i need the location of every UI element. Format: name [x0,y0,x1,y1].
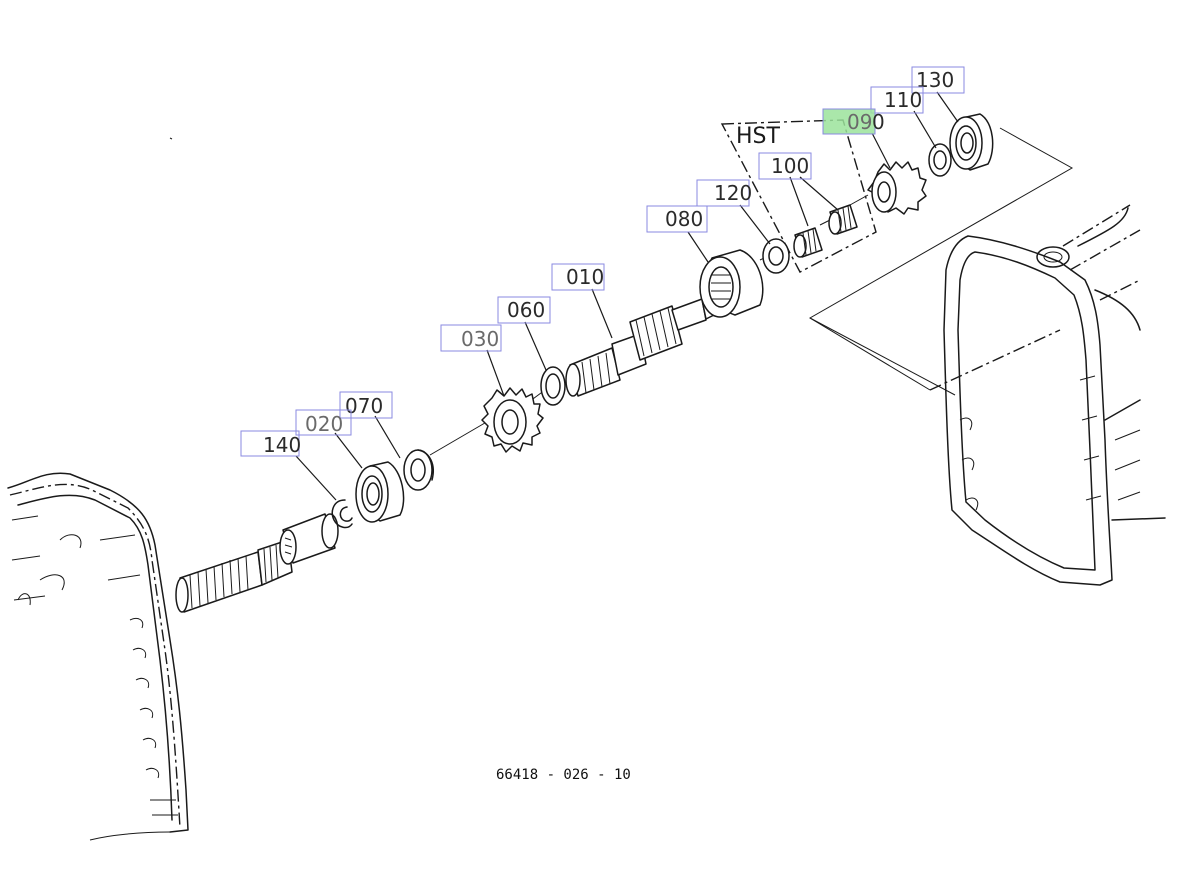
drawing-reference-code: 66418 - 026 - 10 [496,767,631,783]
right-housing [943,204,1166,586]
hst-group-box: HST [720,119,877,273]
callout-110[interactable]: 110 [870,86,924,114]
stray-mark [169,137,173,140]
callout-060[interactable]: 060 [497,296,551,324]
callout-110-label: 110 [884,88,922,112]
sleeve-bearing-left [279,513,339,565]
part-030-gear [481,387,544,453]
callout-120-label: 120 [714,181,752,205]
callout-090-suffix: 0 [872,110,885,134]
part-110-snap-ring [928,143,952,177]
hst-label: HST [736,124,781,149]
callout-010[interactable]: 010 [551,263,605,291]
callout-030[interactable]: 030 [440,324,502,352]
part-060-washer [540,366,566,406]
part-090-gear [867,161,927,215]
part-020-ball-bearing [355,461,405,523]
part-130-ball-bearing [949,113,994,171]
callout-140[interactable]: 140 [240,430,301,457]
callout-020-label: 020 [305,412,343,436]
callout-060-label: 060 [507,298,545,322]
callout-100[interactable]: 100 [758,152,812,180]
part-080-coupling [699,249,764,318]
part-120-washer [762,238,790,274]
callout-070[interactable]: 070 [339,391,393,419]
callout-010-label: 010 [566,265,604,289]
part-010-main-shaft [565,295,715,397]
callout-090-label: 09 [847,110,872,134]
output-shaft [175,539,293,613]
callout-080-label: 080 [665,207,703,231]
assembly-plane [809,127,1074,396]
callout-130-label: 130 [916,68,954,92]
callout-140-label: 140 [263,433,301,457]
callout-020[interactable]: 020 [295,409,352,436]
callout-130[interactable]: 130 [911,66,965,94]
callout-090[interactable]: 09 0 [822,108,885,135]
part-140-snap-ring [331,499,353,529]
leader-lines [295,91,959,501]
callout-030-label: 030 [461,327,499,351]
part-100-needle-bearings [793,204,858,258]
part-070-washer [403,449,434,491]
left-housing [7,472,189,841]
callout-100-label: 100 [771,154,809,178]
callout-120[interactable]: 120 [696,179,752,207]
callout-080[interactable]: 080 [646,205,708,233]
